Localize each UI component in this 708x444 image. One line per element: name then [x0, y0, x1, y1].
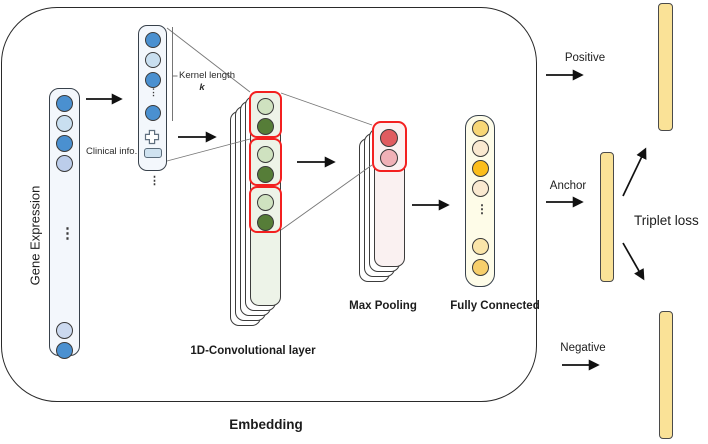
node-circle — [257, 98, 274, 115]
node-circle — [257, 194, 274, 211]
node-circle — [471, 160, 489, 177]
node-circle — [380, 129, 398, 147]
embedding-label: Embedding — [229, 417, 303, 432]
clinical-info-label: Clinical info. — [86, 146, 138, 157]
fc-ellipsis: ⋮ — [476, 202, 488, 216]
node-circle — [144, 72, 161, 88]
gene-ellipsis: ⋮ — [60, 225, 75, 242]
anchor-label: Anchor — [549, 180, 587, 192]
fully-connected-column — [465, 115, 495, 287]
node-circle — [56, 95, 73, 112]
node-circle — [144, 32, 161, 48]
arrow-anchor-to-negative — [622, 242, 645, 281]
gene-expression-column — [49, 88, 80, 356]
kernel-window-nodes — [144, 32, 161, 88]
gene-expression-nodes-top — [56, 95, 73, 172]
fully-connected-label: Fully Connected — [450, 300, 540, 312]
maxpool-window-nodes — [380, 129, 398, 167]
node-circle — [257, 118, 274, 135]
conv-layer-label: 1D-Convolutional layer — [190, 345, 316, 357]
node-circle — [257, 166, 274, 183]
node-circle — [471, 259, 489, 276]
node-circle — [471, 238, 489, 255]
fully-connected-nodes-top — [471, 120, 489, 197]
plus-icon — [144, 129, 160, 145]
node-circle — [144, 105, 161, 121]
kernel-window-column — [138, 25, 167, 171]
kernel-length-label: Kernel length — [179, 70, 235, 81]
node-circle — [380, 148, 398, 167]
clinical-info-chip — [143, 148, 162, 158]
node-circle — [56, 115, 73, 132]
node-circle — [56, 135, 73, 152]
node-circle — [257, 213, 274, 231]
conv-window-2-nodes — [257, 146, 274, 183]
node-circle — [56, 322, 73, 339]
node-circle — [471, 180, 489, 197]
conv-window-1-nodes — [257, 98, 274, 135]
negative-embedding-bar — [659, 311, 673, 439]
node-circle — [56, 155, 73, 172]
fully-connected-nodes-bottom — [471, 238, 489, 276]
node-circle — [257, 146, 274, 163]
node-circle — [56, 342, 73, 359]
anchor-embedding-bar — [600, 152, 614, 282]
maxpool-label: Max Pooling — [349, 300, 417, 312]
kernel-below-ellipsis: ⋮ — [149, 175, 160, 187]
positive-label: Positive — [564, 52, 606, 64]
conv-window-3-nodes — [257, 194, 274, 231]
arrow-anchor-to-positive — [622, 147, 647, 197]
kernel-k-label: k — [199, 82, 205, 93]
node-circle — [471, 140, 489, 157]
negative-label: Negative — [560, 342, 606, 354]
kernel-window-last-node — [144, 105, 161, 121]
triplet-loss-label: Triplet loss — [634, 213, 699, 228]
gene-expression-label: Gene Expression — [27, 185, 43, 286]
positive-embedding-bar — [658, 3, 673, 131]
kernel-ellipsis: ⋮ — [149, 87, 158, 97]
node-circle — [471, 120, 489, 137]
node-circle — [144, 52, 161, 68]
gene-expression-nodes-bottom — [56, 322, 73, 359]
